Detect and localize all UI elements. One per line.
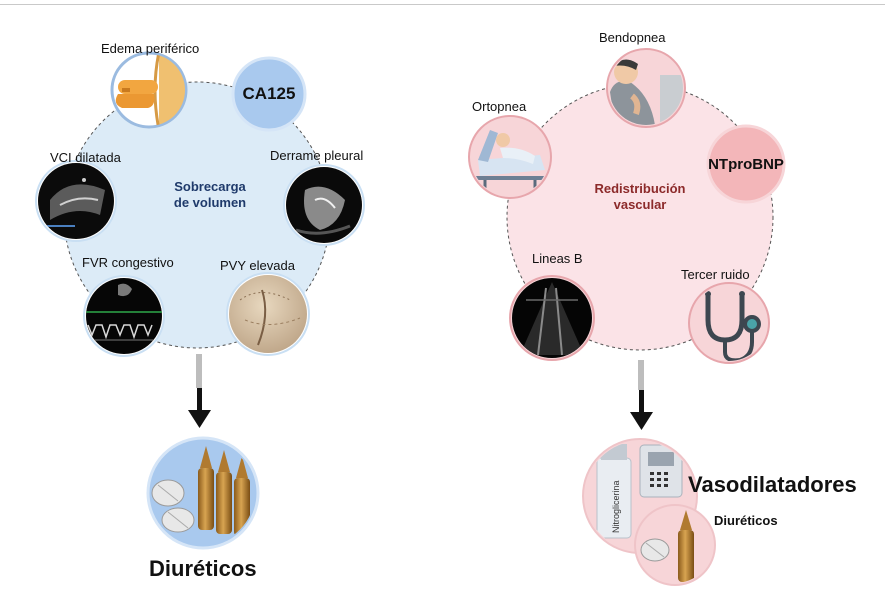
label-pvy-elevada: PVY elevada: [220, 258, 295, 273]
right-center-title-line1: Redistribución: [594, 181, 686, 196]
stethoscope-icon: [688, 282, 770, 364]
ultrasound-ivc-image: [35, 160, 117, 242]
label-lineas-b: Lineas B: [532, 251, 583, 266]
left-center-title-line2: de volumen: [173, 195, 247, 210]
label-ortopnea: Ortopnea: [472, 99, 527, 114]
ultrasound-pleural-image: [283, 164, 365, 246]
right-arrow: [630, 360, 653, 430]
ca125-badge: [231, 56, 307, 132]
diuretics-icon: [146, 436, 260, 550]
top-divider-line: [0, 4, 885, 5]
right-center-title-line2: vascular: [613, 197, 667, 212]
vial-label: Nitroglicerina: [611, 480, 621, 533]
left-center-title: Sobrecarga de volumen: [150, 179, 270, 211]
ntprobnp-badge: [706, 124, 786, 204]
vasodilators-icon: Nitroglicerina: [582, 438, 716, 586]
finger-pressing-skin-icon: [110, 51, 188, 129]
label-vci-dilatada: VCI dilatada: [50, 150, 121, 165]
right-diuretics-label: Diuréticos: [714, 513, 778, 528]
label-edema-periferico: Edema periférico: [101, 41, 200, 56]
ntprobnp-label: NTproBNP: [708, 156, 784, 173]
label-derrame-pleural: Derrame pleural: [270, 148, 364, 163]
diuretics-small-icon: [640, 510, 694, 582]
right-center-title: Redistribución vascular: [580, 181, 700, 213]
jugular-vein-photo: [226, 272, 310, 356]
ca125-label: CA125: [242, 84, 296, 103]
lung-ultrasound-image: [509, 275, 595, 361]
label-bendopnea: Bendopnea: [599, 30, 666, 45]
left-center-title-line1: Sobrecarga: [174, 179, 246, 194]
left-arrow: [188, 354, 211, 428]
doppler-waveform-image: [83, 275, 165, 357]
label-tercer-ruido: Tercer ruido: [681, 267, 750, 282]
hospital-bed-icon: [468, 115, 552, 199]
label-fvr-congestivo: FVR congestivo: [82, 255, 174, 270]
person-bending-icon: [606, 48, 686, 128]
vasodilators-label: Vasodilatadores: [688, 472, 857, 497]
left-therapy-label: Diuréticos: [149, 556, 257, 581]
